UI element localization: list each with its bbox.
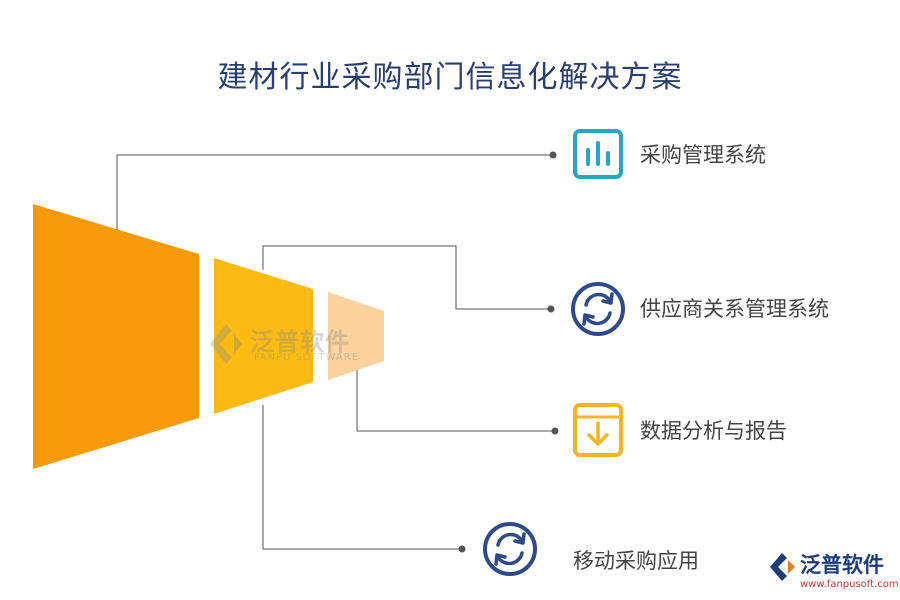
item-label-mobile: 移动采购应用	[573, 549, 699, 573]
download-box-icon	[573, 403, 623, 457]
item-label-procurement: 采购管理系统	[640, 143, 766, 167]
connector-line-4	[262, 405, 462, 550]
fanpu-logo-icon	[770, 553, 795, 581]
page-title: 建材行业采购部门信息化解决方案	[217, 60, 683, 95]
connector-line-2	[262, 245, 551, 310]
connector-line-3	[356, 370, 555, 432]
connector-line-1	[116, 154, 553, 230]
item-label-supplier: 供应商关系管理系统	[640, 297, 829, 321]
watermark-sub: FANPU SOFTWARE	[254, 352, 360, 363]
funnel-stage-3	[328, 292, 384, 380]
funnel-stage-1	[33, 204, 199, 469]
corner-logo: 泛普软件 www.fanpusoft.com	[768, 549, 899, 599]
logo-url: www.fanpusoft.com	[800, 579, 899, 590]
connector-dot-2	[547, 305, 555, 313]
logo-name: 泛普软件	[800, 553, 884, 577]
item-label-analytics: 数据分析与报告	[640, 419, 787, 443]
refresh-icon	[483, 522, 537, 576]
refresh-icon	[571, 282, 625, 336]
watermark-name: 泛普软件	[250, 328, 350, 356]
bar-chart-icon	[573, 129, 623, 179]
connector-dot-1	[549, 151, 557, 159]
watermark-logo-icon	[210, 324, 242, 364]
connector-dot-4	[458, 545, 466, 553]
connector-dot-3	[551, 427, 559, 435]
funnel-stage-2	[214, 258, 313, 414]
